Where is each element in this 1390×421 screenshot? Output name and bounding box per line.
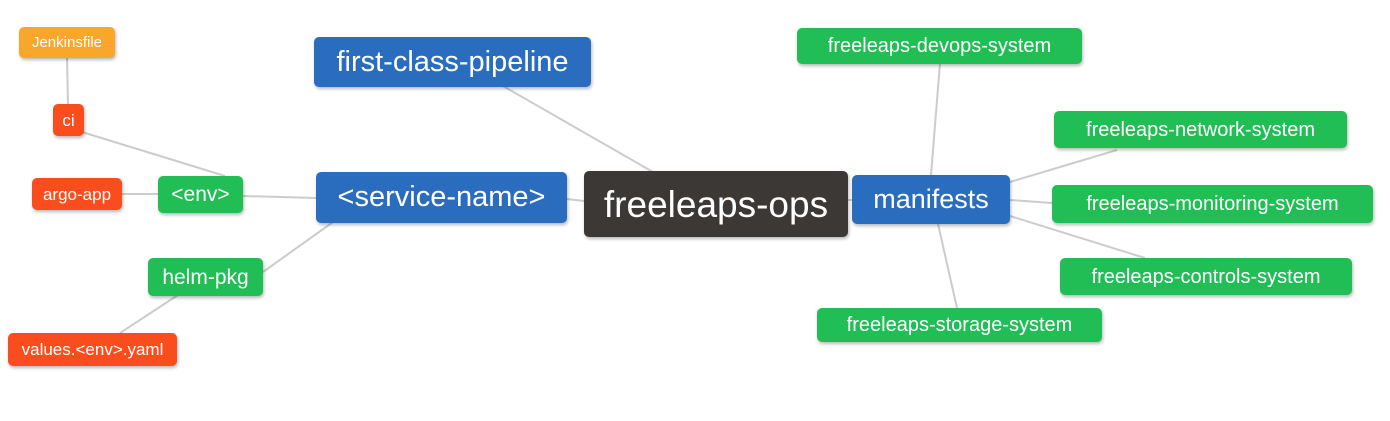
node-label-freeleaps-ops: freeleaps-ops (603, 183, 829, 225)
node-label-helm-pkg: helm-pkg (162, 265, 249, 289)
node-freeleaps-network-system[interactable]: freeleaps-network-system (1054, 111, 1347, 148)
edge-manifests-to-freeleaps-controls-system (1009, 215, 1146, 259)
node-manifests[interactable]: manifests (852, 175, 1010, 224)
node-label-argo-app: argo-app (42, 184, 112, 204)
node-label-freeleaps-monitoring-system: freeleaps-monitoring-system (1086, 193, 1339, 215)
node-freeleaps-storage-system[interactable]: freeleaps-storage-system (817, 308, 1102, 342)
edge-manifests-to-freeleaps-network-system (1009, 149, 1118, 183)
node-label-service-name: <service-name> (337, 181, 546, 213)
node-values-env-yaml[interactable]: values.<env>.yaml (8, 333, 177, 366)
edge-first-class-pipeline-to-freeleaps-ops (502, 85, 654, 173)
node-label-manifests: manifests (873, 184, 989, 214)
node-env[interactable]: <env> (158, 176, 243, 213)
edge-env-to-service-name (242, 195, 317, 199)
node-jenkinsfile[interactable]: Jenkinsfile (19, 27, 115, 58)
edge-manifests-to-freeleaps-devops-system (930, 62, 941, 176)
node-helm-pkg[interactable]: helm-pkg (148, 258, 263, 296)
edge-helm-pkg-to-values-env-yaml (119, 294, 179, 334)
edge-manifests-to-freeleaps-storage-system (937, 223, 958, 309)
node-first-class-pipeline[interactable]: first-class-pipeline (314, 37, 591, 87)
node-freeleaps-devops-system[interactable]: freeleaps-devops-system (797, 28, 1082, 64)
node-label-freeleaps-devops-system: freeleaps-devops-system (827, 35, 1052, 57)
edge-ci-to-env (81, 131, 226, 177)
node-label-jenkinsfile: Jenkinsfile (31, 34, 103, 51)
node-label-freeleaps-controls-system: freeleaps-controls-system (1091, 265, 1321, 288)
edge-jenkinsfile-to-ci (66, 56, 69, 106)
node-label-values-env-yaml: values.<env>.yaml (21, 340, 164, 359)
edge-service-name-to-freeleaps-ops (566, 198, 585, 202)
node-service-name[interactable]: <service-name> (316, 172, 567, 223)
node-ci[interactable]: ci (53, 104, 84, 136)
node-label-env: <env> (171, 183, 230, 206)
node-label-first-class-pipeline: first-class-pipeline (336, 45, 569, 78)
node-label-ci: ci (62, 110, 75, 130)
node-freeleaps-controls-system[interactable]: freeleaps-controls-system (1060, 258, 1352, 295)
node-label-freeleaps-network-system: freeleaps-network-system (1086, 118, 1315, 141)
edge-service-name-to-helm-pkg (262, 221, 334, 273)
node-freeleaps-ops[interactable]: freeleaps-ops (584, 171, 848, 237)
node-label-freeleaps-storage-system: freeleaps-storage-system (846, 314, 1073, 336)
node-freeleaps-monitoring-system[interactable]: freeleaps-monitoring-system (1052, 185, 1373, 223)
edge-manifests-to-freeleaps-monitoring-system (1009, 199, 1053, 204)
node-argo-app[interactable]: argo-app (32, 178, 122, 210)
